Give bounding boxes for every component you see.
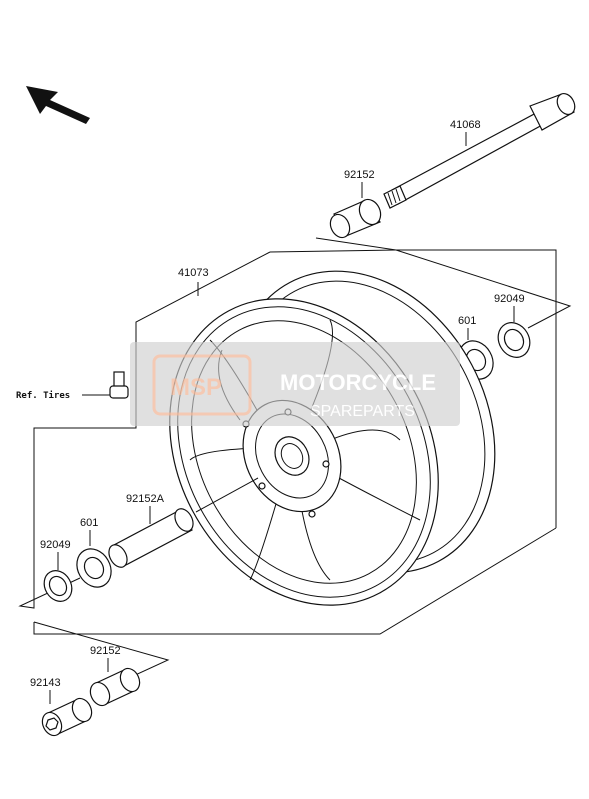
axle-nut xyxy=(41,690,93,737)
label-ref-tires: Ref. Tires xyxy=(16,390,70,401)
assembly-bracket-lines xyxy=(18,237,572,683)
label-seal-left: 92049 xyxy=(40,539,71,551)
label-collar-lower: 92152 xyxy=(90,645,121,657)
bearing-left xyxy=(76,530,112,588)
label-collar-upper: 92152 xyxy=(344,169,375,181)
axle xyxy=(383,92,576,209)
label-bearing-right: 601 xyxy=(458,315,476,327)
seal-left xyxy=(43,552,73,602)
watermark-line1: MOTORCYCLE xyxy=(280,370,436,395)
label-wheel: 41073 xyxy=(178,267,209,279)
collar-lower xyxy=(89,658,141,707)
spacer xyxy=(108,477,259,568)
wheel xyxy=(169,270,496,606)
valve-stem xyxy=(82,371,129,399)
collar-upper xyxy=(329,182,382,239)
watermark-line2: SPAREPARTS xyxy=(310,403,415,420)
watermark: MSP MOTORCYCLE SPAREPARTS xyxy=(130,342,460,426)
label-axle: 41068 xyxy=(450,119,481,131)
label-bearing-left: 601 xyxy=(80,517,98,529)
watermark-logo-text: MSP xyxy=(170,374,222,401)
label-nut: 92143 xyxy=(30,677,61,689)
seal-right xyxy=(497,306,531,358)
front-direction-arrow-icon xyxy=(26,86,90,124)
label-seal-right: 92049 xyxy=(494,293,525,305)
label-spacer: 92152A xyxy=(126,493,165,505)
